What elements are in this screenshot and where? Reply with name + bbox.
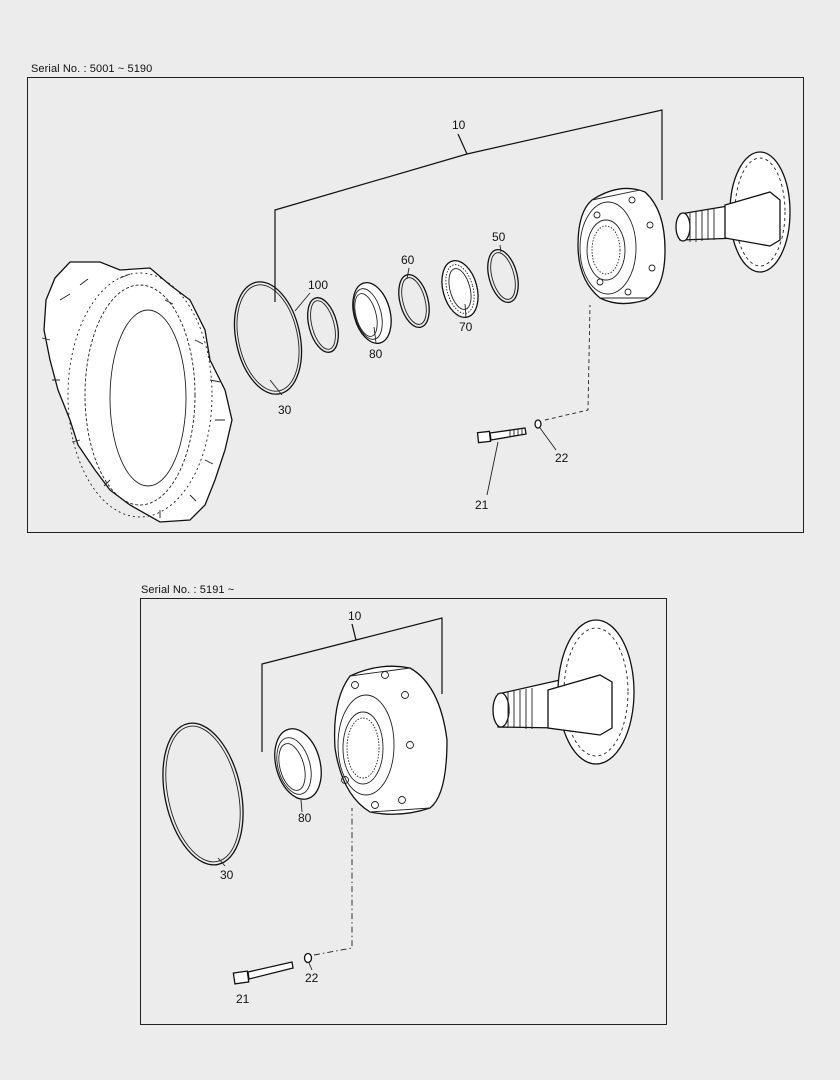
ring-50 [487, 249, 519, 303]
seal-80-b [274, 728, 322, 800]
pump-housing-10 [577, 187, 666, 305]
label-30: 30 [278, 403, 292, 417]
label-22: 22 [555, 451, 569, 465]
pump-shaft-flange [675, 151, 791, 273]
bolt-21-b [232, 961, 294, 985]
label-10-b: 10 [348, 609, 362, 623]
o-ring-30-b [162, 722, 244, 866]
label-80: 80 [369, 347, 383, 361]
pump-housing-10-b [333, 665, 448, 815]
label-100: 100 [308, 278, 328, 292]
serial-number-top: Serial No. : 5001 ~ 5190 [31, 63, 153, 75]
washer-22 [534, 419, 542, 429]
pump-shaft-flange-b [492, 619, 635, 765]
label-21-b: 21 [236, 992, 250, 1006]
seal-80 [352, 282, 392, 344]
label-10: 10 [452, 118, 466, 132]
label-30-b: 30 [220, 868, 234, 882]
transmission-housing [41, 261, 233, 523]
label-50: 50 [492, 230, 506, 244]
ring-60 [398, 274, 430, 328]
washer-22-b [303, 952, 313, 964]
needle-bearing-70 [441, 259, 479, 319]
ring-100 [307, 297, 339, 353]
label-80-b: 80 [298, 811, 312, 825]
label-22-b: 22 [305, 971, 319, 985]
serial-number-bottom: Serial No. : 5191 ~ [141, 584, 235, 596]
o-ring-30 [233, 281, 303, 395]
bolt-21 [476, 427, 527, 444]
label-70: 70 [459, 320, 473, 334]
label-60: 60 [401, 253, 415, 267]
label-21: 21 [475, 498, 489, 512]
